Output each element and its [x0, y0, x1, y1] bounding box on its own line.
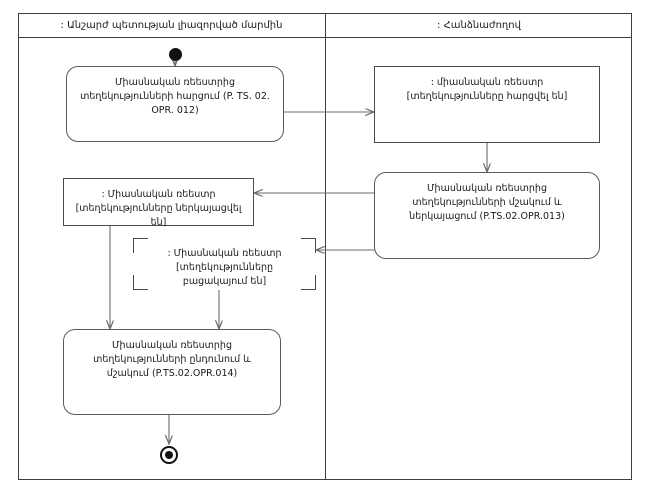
activity-node-request[interactable]: Միասնական ռեեստրից տեղեկությունների հարց…: [66, 66, 284, 142]
object-node-registry-absent[interactable]: : Միասնական ռեեստր [տեղեկությունները բաց…: [133, 238, 316, 290]
object-node-registry-submitted[interactable]: : Միասնական ռեեստր [տեղեկությունները ներ…: [63, 178, 254, 228]
object-node-registry-requested[interactable]: : միասնական ռեեստր [տեղեկությունները հար…: [374, 66, 600, 143]
object-node-registry-submitted-label: : Միասնական ռեեստր [տեղեկությունները ներ…: [75, 189, 242, 228]
final-node: [160, 446, 178, 464]
swimlane-header-left: : Անշարժ պետության լիազորված մարմին: [60, 20, 283, 31]
activity-node-process-submit-label: Միասնական ռեեստրից տեղեկությունների մշակ…: [409, 183, 565, 222]
activity-node-request-label: Միասնական ռեեստրից տեղեկությունների հարց…: [80, 77, 270, 116]
activity-node-process-submit[interactable]: Միասնական ռեեստրից տեղեկությունների մշակ…: [374, 172, 600, 259]
swimlane-divider: [325, 13, 326, 480]
initial-node: [169, 48, 182, 61]
activity-node-receive-process-label: Միասնական ռեեստրից տեղեկությունների ընդո…: [93, 340, 251, 379]
object-node-registry-requested-label: : միասնական ռեեստր [տեղեկությունները հար…: [406, 77, 568, 102]
object-node-registry-absent-label: : Միասնական ռեեստր [տեղեկությունները բաց…: [167, 248, 282, 287]
activity-node-receive-process[interactable]: Միասնական ռեեստրից տեղեկությունների ընդո…: [63, 329, 281, 415]
swimlane-header-right: : Հանձնաժողով: [437, 20, 521, 31]
